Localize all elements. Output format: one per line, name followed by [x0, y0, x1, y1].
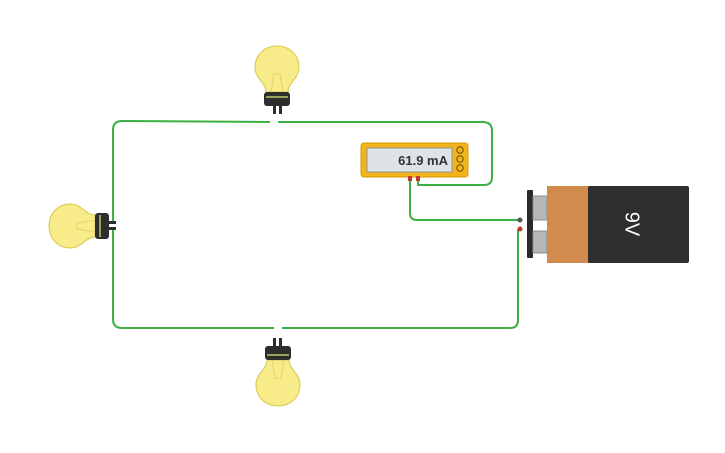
- meter-dial-icon[interactable]: [456, 164, 464, 172]
- bulb-base-icon: [265, 346, 291, 360]
- filament-icon: [76, 219, 96, 233]
- multimeter-screen: [366, 147, 453, 173]
- meter-dial-icon[interactable]: [456, 146, 464, 154]
- bulb-base-band: [99, 215, 101, 237]
- bulb-glass-icon: [48, 203, 96, 249]
- battery-clip: [527, 190, 533, 258]
- bulb-glass-icon: [255, 359, 301, 407]
- battery-terminal-negative[interactable]: [532, 195, 548, 221]
- bulb-base-band: [266, 96, 288, 98]
- bulb-terminal[interactable]: [109, 221, 116, 224]
- meter-dial-icon[interactable]: [456, 155, 464, 163]
- bulb-base-band: [267, 354, 289, 356]
- wire-top[interactable]: [112, 120, 493, 223]
- bulb-left[interactable]: [48, 203, 116, 249]
- multimeter[interactable]: 61.9 mA: [360, 142, 469, 181]
- battery-label: 9V: [621, 212, 643, 237]
- bulb-terminal[interactable]: [273, 338, 276, 346]
- bulb-terminal[interactable]: [279, 106, 282, 114]
- bulb-terminal[interactable]: [109, 227, 116, 230]
- meter-terminal[interactable]: [416, 176, 420, 181]
- bulb-terminal[interactable]: [273, 106, 276, 114]
- bulb-bottom[interactable]: [255, 338, 301, 407]
- meter-terminal[interactable]: [408, 176, 412, 181]
- wire-meter-to-battery[interactable]: [409, 178, 520, 221]
- bulb-terminal[interactable]: [279, 338, 282, 346]
- bulb-top[interactable]: [254, 45, 300, 114]
- wire-joint: [517, 217, 523, 223]
- battery-wrap: [547, 186, 590, 263]
- wire-bottom[interactable]: [112, 229, 519, 329]
- wire-joint: [517, 226, 523, 232]
- wires: [112, 120, 520, 329]
- multimeter-reading: 61.9 mA: [398, 153, 448, 168]
- filament-icon: [270, 73, 284, 93]
- battery-terminal-positive[interactable]: [532, 230, 548, 254]
- battery-body: [588, 186, 689, 263]
- filament-icon: [271, 359, 285, 379]
- bulb-glass-icon: [254, 45, 300, 93]
- battery[interactable]: 9V: [517, 186, 690, 263]
- bulb-base-icon: [95, 213, 109, 239]
- bulb-base-icon: [264, 92, 290, 106]
